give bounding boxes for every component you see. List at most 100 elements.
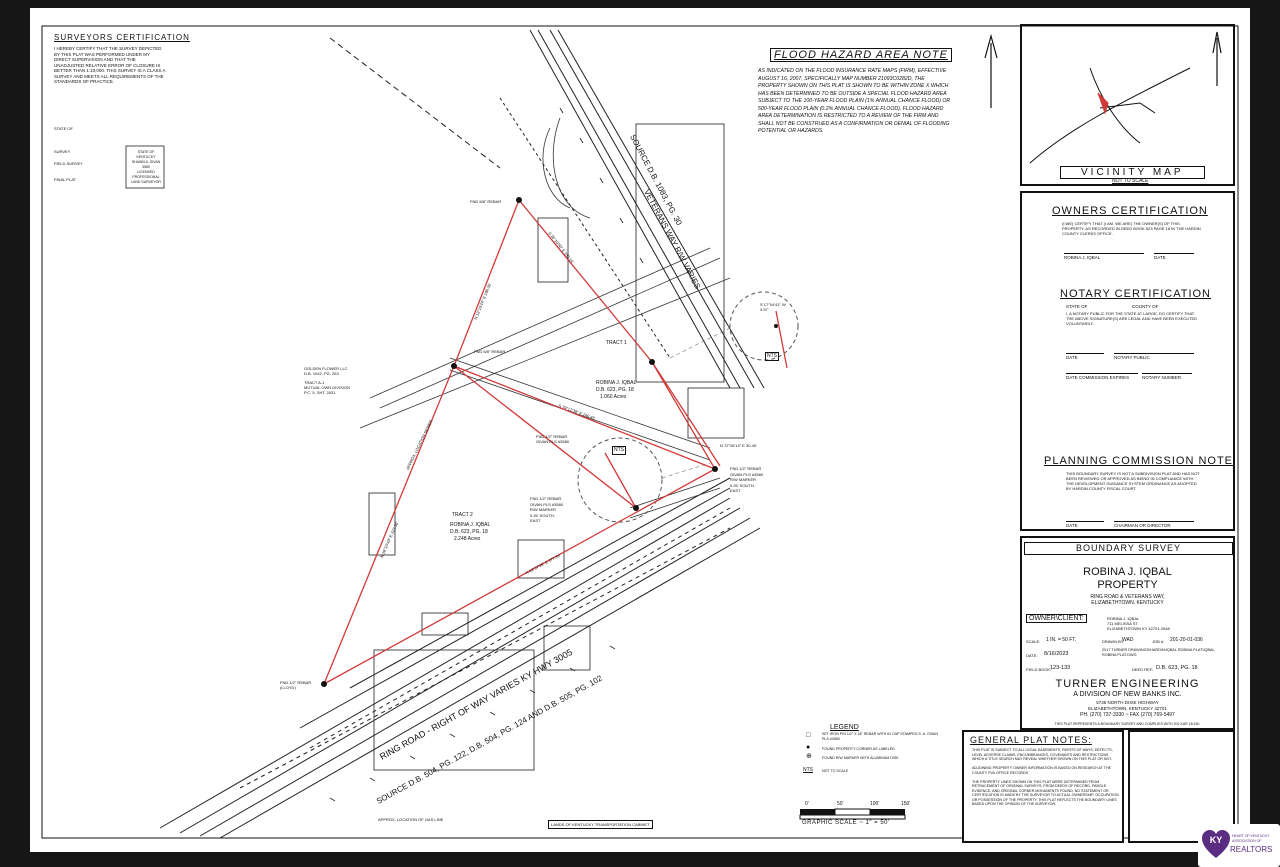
legend-nts-symbol: NTS xyxy=(803,767,813,773)
boundary-lines xyxy=(323,198,788,685)
surveyors-cert-title: SURVEYORS CERTIFICATION xyxy=(54,33,190,42)
bottom-note: LANDS OF KENTUCKY TRANSPORTATION CABINET xyxy=(548,820,653,829)
surveyors-date-3: FIELD SURVEY xyxy=(54,161,83,166)
adjoiner-sub: TRACT A-1 MUTUAL OWN DIVISION P.C. 5, SH… xyxy=(304,380,350,395)
legend-item-1: SET IRON PIN 1/2" X 18" REBAR WITH ID CA… xyxy=(822,732,939,741)
notary-state: STATE OF xyxy=(1066,304,1088,309)
vicinity-map-title: VICINITY MAP xyxy=(1060,166,1205,179)
legend-item-4: NOT TO SCALE xyxy=(822,769,849,773)
planning-chair: CHAIRMAN OR DIRECTOR xyxy=(1114,521,1194,529)
notary-cert-title: NOTARY CERTIFICATION xyxy=(1060,288,1211,300)
scale-tick-100: 100' xyxy=(870,801,880,807)
fnd-rebar-2: FND 5/8" REBAR xyxy=(474,349,506,354)
vicinity-map-graphic xyxy=(1029,67,1191,164)
job-value: 201-20-01-036 xyxy=(1170,637,1203,643)
scale-tick-150: 150' xyxy=(901,801,911,807)
scale-tick-0: 0' xyxy=(805,801,809,807)
nts-label-1: NTS xyxy=(765,352,779,361)
flood-note-title: FLOOD HAZARD AREA NOTE xyxy=(770,48,952,62)
fnd-rebar-1: FND 5/8" REBAR xyxy=(470,199,502,204)
tract2-area: 2.248 Acres xyxy=(454,536,481,542)
owners-sig-date: DATE xyxy=(1154,253,1194,261)
deed-label: DEED REF: xyxy=(1132,667,1154,672)
date-value: 8/16/2023 xyxy=(1044,651,1069,657)
field-label: FIELD BOOK: xyxy=(1026,667,1052,672)
graphic-scale-bar xyxy=(799,808,906,820)
graphic-scale-label: GRAPHIC SCALE ~ 1" = 50' xyxy=(802,820,890,826)
company-footer: THIS PLAT REPRESENTS A BOUNDARY SURVEY A… xyxy=(1054,722,1201,726)
scale-value: 1 IN. = 50 FT. xyxy=(1046,637,1077,643)
title-location-2: ELIZABETHTOWN, KENTUCKY xyxy=(1091,600,1164,606)
title-name-2: PROPERTY xyxy=(1097,579,1158,591)
surveyors-cert-body: I HEREBY CERTIFY THAT THE SURVEY DEPICTE… xyxy=(54,46,167,84)
bearing-6: N 72°26'14" E 30.40' xyxy=(720,443,757,448)
fnd-rebar-4: FND 1/2" REBAR GIVAN PLS #3580 R/W MARKE… xyxy=(530,496,564,523)
company-phone: PH. (270) 737-3330 ~ FAX (270) 769-5497 xyxy=(1080,712,1175,718)
notary-date: DATE xyxy=(1066,353,1104,361)
company-name: TURNER ENGINEERING xyxy=(1055,678,1200,690)
owners-cert-title: OWNERS CERTIFICATION xyxy=(1052,205,1208,217)
approx-loc-gas: APPROX. LOCATION OF GAS LINE xyxy=(378,817,444,822)
fnd-rebar-sw: FND 1/2" REBAR (LLOYD) xyxy=(280,680,312,690)
legend-symbol-rw: ⊕ xyxy=(806,753,812,760)
deed-value: D.B. 623, PG. 18 xyxy=(1156,665,1198,671)
planning-note-body: THIS BOUNDARY SURVEY IS NOT A SUBDIVISIO… xyxy=(1066,471,1201,491)
tract1-deed: D.B. 623, PG. 18 xyxy=(596,387,634,393)
notary-body: I, A NOTARY PUBLIC FOR THE STATE AT LARG… xyxy=(1066,311,1199,326)
title-type: BOUNDARY SURVEY xyxy=(1024,542,1233,555)
file-value: 2017 TURNER DRAWINGS\HARDIN\IQBAL ROBINA… xyxy=(1102,648,1216,657)
seal-box xyxy=(1128,730,1235,843)
realtor-logo-icon xyxy=(1202,830,1230,858)
scale-tick-50: 50' xyxy=(837,801,844,807)
nts-label-2: NTS xyxy=(612,446,626,455)
legend-item-3: FOUND R/W MARKER WITH ALUMINUM DISK xyxy=(822,756,899,760)
tract1-title: TRACT 1 xyxy=(606,340,627,346)
realtor-initials: KY xyxy=(1209,835,1223,845)
general-notes-body: THIS PLAT IS SUBJECT TO ALL LEGAL EASEME… xyxy=(972,748,1119,806)
general-notes-box: GENERAL PLAT NOTES: THIS PLAT IS SUBJECT… xyxy=(962,730,1124,843)
inset-bearing: S 17°04'41" W 3.57' xyxy=(760,302,786,312)
company-address-1: 5735 NORTH DIXIE HIGHWAY xyxy=(1096,700,1159,705)
realtor-line-2: ASSOCIATION OF xyxy=(1232,839,1262,843)
realtor-line-1: HEART OF KENTUCKY xyxy=(1232,834,1270,838)
vicinity-map-subtitle: NOT TO SCALE xyxy=(1112,178,1149,184)
realtor-badge: KY HEART OF KENTUCKY ASSOCIATION OF REAL… xyxy=(1198,824,1280,867)
plat-sheet: SURVEYORS CERTIFICATION I HEREBY CERTIFY… xyxy=(30,8,1250,852)
planning-date: DATE xyxy=(1066,521,1104,529)
fnd-rebar-5: FND 1/2" REBAR GIVAN PLS #3580 R/W MARKE… xyxy=(730,466,764,493)
notary-number: NOTARY NUMBER xyxy=(1142,373,1192,381)
drawn-value: WAD xyxy=(1122,637,1134,643)
owners-cert-body: (I,WE) CERTIFY THAT (I AM, WE ARE) THE O… xyxy=(1062,221,1202,236)
plan-drawing xyxy=(41,25,1239,839)
tract2-deed: D.B. 623, PG. 18 xyxy=(450,529,488,535)
ring-road-lines xyxy=(159,477,761,839)
north-arrow xyxy=(984,31,1222,108)
notary-public: NOTARY PUBLIC xyxy=(1114,353,1194,361)
company-division: A DIVISION OF NEW BANKS INC. xyxy=(1073,691,1182,698)
owner-client-label: OWNER\CLIENT: xyxy=(1026,614,1087,623)
drawn-label: DRAWN BY: xyxy=(1102,639,1125,644)
company-address-2: ELIZABETHTOWN, KENTUCKY 42701 xyxy=(1088,706,1167,711)
surveyors-date-2: SURVEY xyxy=(54,149,71,154)
tract1-owner: ROBINA J. IQBAL xyxy=(596,380,637,386)
tract2-owner: ROBINA J. IQBAL xyxy=(450,522,491,528)
owner-client-info: ROBINA J. IQBAL 711 MELISSA ST ELIZABETH… xyxy=(1107,616,1170,631)
notary-expires: DATE COMMISSION EXPIRES xyxy=(1066,373,1138,381)
surveyors-date-4: FINAL PLAT xyxy=(54,177,77,182)
title-name-1: ROBINA J. IQBAL xyxy=(1083,566,1172,578)
adjoiner-top: GOLDEN FLOWER LLC D.B. 1042, PG. 263 xyxy=(304,366,348,376)
tract2-title: TRACT 2 xyxy=(452,512,473,518)
planning-note-title: PLANNING COMMISSION NOTE xyxy=(1044,455,1234,467)
notary-county: COUNTY OF xyxy=(1132,304,1159,309)
realtor-brand: REALTORS xyxy=(1230,845,1273,854)
fnd-rebar-3: FND 1/2" REBAR GIVAN PLS #3580 xyxy=(536,434,570,444)
date-label: DATE: xyxy=(1026,653,1038,658)
owners-sig-name: ROBINA J. IQBAL xyxy=(1064,253,1144,261)
title-block: BOUNDARY SURVEY ROBINA J. IQBAL PROPERTY… xyxy=(1020,536,1235,730)
job-label: JOB #: xyxy=(1152,639,1165,644)
field-value: 123-133 xyxy=(1050,665,1071,671)
general-notes-title: GENERAL PLAT NOTES: xyxy=(970,735,1092,745)
surveyors-seal-text: STATE OF KENTUCKY SHAWN A. SIVAN 3580 LI… xyxy=(131,150,161,184)
certifications-column: OWNERS CERTIFICATION (I,WE) CERTIFY THAT… xyxy=(1020,191,1235,531)
scale-label: SCALE: xyxy=(1026,639,1041,644)
